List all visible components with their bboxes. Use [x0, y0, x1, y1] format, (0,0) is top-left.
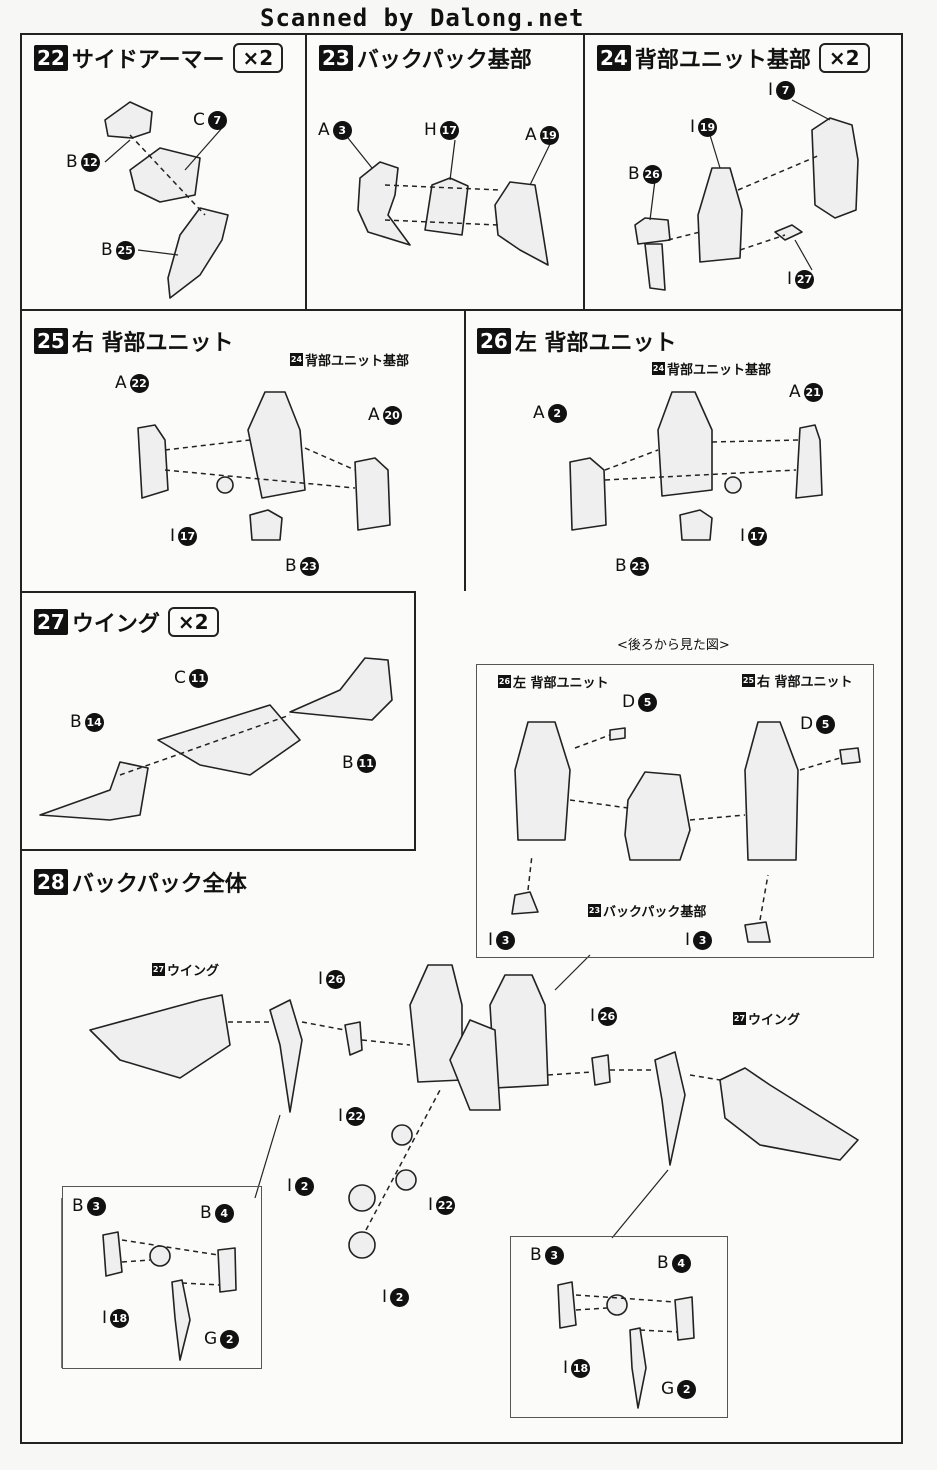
step-25-title: 25 右 背部ユニット [34, 325, 234, 357]
step-title-text: サイドアーマー [71, 48, 225, 73]
step-number: 24 [597, 45, 631, 71]
step-number: 25 [34, 328, 68, 354]
step-27-panel-front [20, 591, 416, 851]
step-27-title: 27 ウイング ×2 [34, 606, 219, 638]
step-24-title: 24 背部ユニット基部 ×2 [597, 42, 870, 74]
quantity-badge: ×2 [818, 43, 870, 73]
sub-assembly-parts [102, 1231, 695, 1409]
quantity-badge: ×2 [167, 607, 219, 637]
step-title-text: ウイング [71, 612, 160, 637]
quantity-badge: ×2 [232, 43, 284, 73]
step-number: 26 [477, 328, 511, 354]
scan-watermark: Scanned by Dalong.net [260, 4, 585, 32]
back-unit-base-parts [634, 117, 859, 291]
backpack-assembly-parts [89, 964, 859, 1259]
side-armor-parts [104, 101, 229, 299]
left-sub-assembly-box [62, 1186, 262, 1369]
right-sub-assembly-box [510, 1236, 728, 1418]
rear-view-caption: <後ろから見た図> [617, 638, 730, 653]
step-title-text: バックパック全体 [71, 872, 247, 897]
step-number: 23 [319, 45, 353, 71]
step-number: 27 [34, 609, 68, 635]
step-title-text: 右 背部ユニット [71, 331, 234, 356]
step-23-title: 23 バックパック基部 [319, 42, 532, 74]
step-26-title: 26 左 背部ユニット [477, 325, 677, 357]
left-back-unit-parts [569, 391, 823, 541]
step-title-text: 左 背部ユニット [514, 331, 677, 356]
step-22-title: 22 サイドアーマー ×2 [34, 42, 284, 74]
step-number: 22 [34, 45, 68, 71]
step-25-panel [20, 309, 466, 593]
step-title-text: バックパック基部 [356, 48, 532, 73]
step-title-text: 背部ユニット基部 [634, 48, 811, 73]
step-28-title: 28 バックパック全体 [34, 866, 247, 898]
wing-parts [39, 657, 393, 821]
right-back-unit-parts [137, 391, 391, 541]
step-number: 28 [34, 869, 68, 895]
rear-view-box [476, 664, 874, 958]
backpack-base-parts [357, 161, 549, 266]
rear-view-parts [511, 721, 861, 943]
